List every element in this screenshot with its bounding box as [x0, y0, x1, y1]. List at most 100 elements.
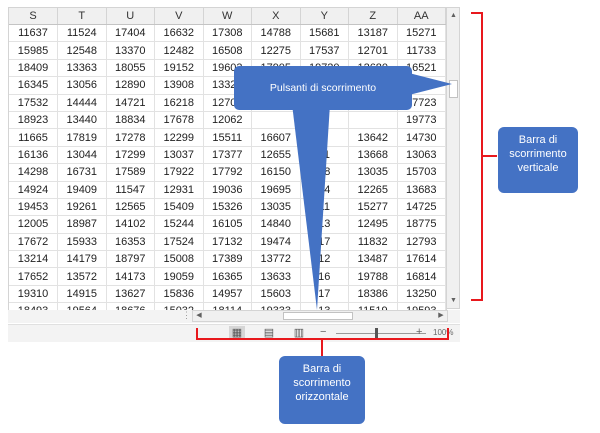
table-cell[interactable]: 18114: [203, 302, 252, 310]
table-cell[interactable]: 14924: [9, 181, 58, 199]
table-cell[interactable]: 18923: [9, 111, 58, 130]
table-cell[interactable]: 19593: [397, 302, 446, 310]
table-cell[interactable]: 13363: [57, 59, 107, 78]
table-cell[interactable]: 15326: [203, 198, 252, 217]
table-cell[interactable]: 12005: [9, 215, 58, 234]
column-header[interactable]: U: [106, 8, 155, 25]
table-cell[interactable]: 13187: [348, 24, 398, 43]
table-cell[interactable]: 18834: [106, 111, 155, 130]
arrow-left-icon[interactable]: ◀: [196, 312, 202, 319]
page-break-preview-icon[interactable]: ▥: [293, 327, 305, 339]
arrow-up-icon[interactable]: ▲: [450, 12, 457, 19]
table-cell[interactable]: 12482: [154, 41, 204, 60]
column-header[interactable]: T: [57, 8, 107, 25]
table-cell[interactable]: 17308: [203, 24, 252, 43]
table-cell[interactable]: 14179: [57, 250, 107, 269]
zoom-in-button[interactable]: +: [416, 326, 423, 338]
column-header[interactable]: Y: [300, 8, 349, 25]
table-cell[interactable]: 16105: [203, 215, 252, 234]
table-cell[interactable]: 17792: [203, 163, 252, 182]
arrow-right-icon[interactable]: ▶: [438, 312, 444, 319]
column-header[interactable]: V: [154, 8, 204, 25]
table-cell[interactable]: 17524: [154, 233, 204, 252]
table-cell[interactable]: 12565: [106, 198, 155, 217]
table-cell[interactable]: 15836: [154, 285, 204, 304]
table-cell[interactable]: 19059: [154, 267, 204, 286]
table-cell[interactable]: 15244: [154, 215, 204, 234]
table-cell[interactable]: 12275: [251, 41, 301, 60]
table-cell[interactable]: 14298: [9, 163, 58, 182]
table-cell[interactable]: 14444: [57, 94, 107, 112]
table-cell[interactable]: 15603: [251, 285, 301, 304]
table-cell[interactable]: 14957: [203, 285, 252, 304]
table-cell[interactable]: 12701: [348, 41, 398, 60]
table-cell[interactable]: 19261: [57, 198, 107, 217]
table-cell[interactable]: 18055: [106, 59, 155, 78]
table-cell[interactable]: 13487: [348, 250, 398, 269]
table-cell[interactable]: 11524: [57, 24, 107, 43]
table-cell[interactable]: 17922: [154, 163, 204, 182]
table-cell[interactable]: 17614: [397, 250, 446, 269]
zoom-slider[interactable]: [336, 333, 426, 334]
table-cell[interactable]: 17389: [203, 250, 252, 269]
table-cell[interactable]: 19695: [251, 181, 301, 199]
table-cell[interactable]: 17537: [300, 41, 349, 60]
table-cell[interactable]: 17132: [203, 233, 252, 252]
table-cell[interactable]: 15032: [154, 302, 204, 310]
table-cell[interactable]: 16218: [154, 94, 204, 112]
table-cell[interactable]: 13370: [106, 41, 155, 60]
table-cell[interactable]: 15277: [348, 198, 398, 217]
table-cell[interactable]: 13668: [348, 146, 398, 165]
table-cell[interactable]: 16632: [154, 24, 204, 43]
table-cell[interactable]: 18987: [57, 215, 107, 234]
table-cell[interactable]: 17377: [203, 146, 252, 165]
table-cell[interactable]: 13908: [154, 76, 204, 95]
table-cell[interactable]: 19310: [9, 285, 58, 304]
table-cell[interactable]: 17672: [9, 233, 58, 252]
table-cell[interactable]: 13772: [251, 250, 301, 269]
table-cell[interactable]: 13683: [397, 181, 446, 199]
table-cell[interactable]: 16136: [9, 146, 58, 165]
column-header[interactable]: S: [9, 8, 58, 25]
vertical-scrollbar[interactable]: ▲ ▼: [446, 7, 460, 309]
table-cell[interactable]: 11637: [9, 24, 58, 43]
table-cell[interactable]: 17819: [57, 128, 107, 147]
table-cell[interactable]: 13572: [57, 267, 107, 286]
table-cell[interactable]: 12265: [348, 181, 398, 199]
horizontal-scrollbar[interactable]: ◀ ▶: [192, 310, 448, 322]
table-cell[interactable]: 13044: [57, 146, 107, 165]
table-cell[interactable]: 16150: [251, 163, 301, 182]
table-cell[interactable]: 16365: [203, 267, 252, 286]
table-cell[interactable]: 12890: [106, 76, 155, 95]
table-cell[interactable]: 13035: [251, 198, 301, 217]
table-cell[interactable]: 17652: [9, 267, 58, 286]
table-cell[interactable]: 17: [300, 285, 349, 304]
table-cell[interactable]: 12931: [154, 181, 204, 199]
page-layout-view-icon[interactable]: ▤: [263, 327, 275, 339]
table-cell[interactable]: 12299: [154, 128, 204, 147]
table-cell[interactable]: 19333: [251, 302, 301, 310]
table-cell[interactable]: 13440: [57, 111, 107, 130]
table-cell[interactable]: 12062: [203, 111, 252, 130]
table-cell[interactable]: 18775: [397, 215, 446, 234]
table-cell[interactable]: 17589: [106, 163, 155, 182]
table-cell[interactable]: 13214: [9, 250, 58, 269]
table-cell[interactable]: 19773: [397, 111, 446, 130]
table-cell[interactable]: 15511: [203, 128, 252, 147]
table-cell[interactable]: 18409: [9, 59, 58, 78]
table-cell[interactable]: 15985: [9, 41, 58, 60]
table-cell[interactable]: 12655: [251, 146, 301, 165]
table-cell[interactable]: 19474: [251, 233, 301, 252]
table-cell[interactable]: 19152: [154, 59, 204, 78]
table-cell[interactable]: 12548: [57, 41, 107, 60]
zoom-out-button[interactable]: −: [320, 326, 327, 338]
column-header[interactable]: AA: [397, 8, 446, 25]
table-cell[interactable]: 13037: [154, 146, 204, 165]
table-cell[interactable]: 16: [300, 267, 349, 286]
table-cell[interactable]: 17278: [106, 128, 155, 147]
table-cell[interactable]: 14788: [251, 24, 301, 43]
table-cell[interactable]: 15933: [57, 233, 107, 252]
table-cell[interactable]: 13056: [57, 76, 107, 95]
table-cell[interactable]: 11733: [397, 41, 446, 60]
arrow-down-icon[interactable]: ▼: [450, 297, 457, 304]
